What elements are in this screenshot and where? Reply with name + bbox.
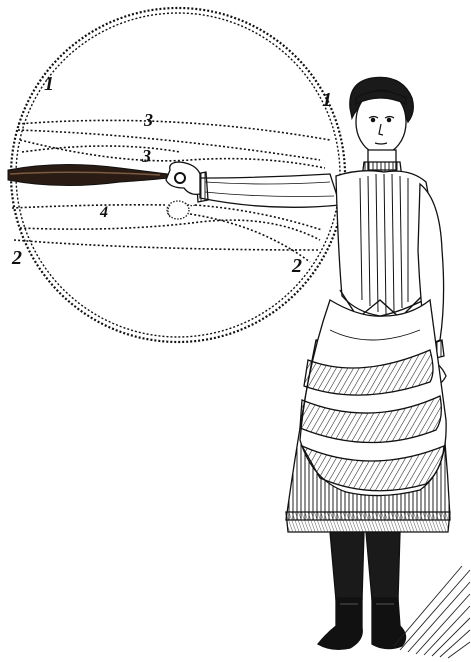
arm	[200, 174, 340, 207]
label-middle-center: 3	[141, 146, 151, 166]
ghost-hand-icon	[167, 201, 195, 219]
hand-icon	[166, 162, 200, 194]
label-upper-center: 3	[143, 110, 153, 130]
label-top-left: 1	[44, 73, 54, 95]
woman-figure	[166, 77, 450, 649]
label-bottom-right: 2	[291, 255, 302, 277]
bodice	[336, 171, 431, 316]
label-lower-center: 4	[99, 204, 108, 221]
boot-icon	[318, 598, 362, 649]
ground-shadow	[394, 566, 470, 658]
legs	[330, 532, 364, 600]
indian-club-icon	[8, 164, 168, 185]
label-bottom-left: 2	[11, 247, 22, 269]
label-top-right: 1	[322, 89, 332, 111]
